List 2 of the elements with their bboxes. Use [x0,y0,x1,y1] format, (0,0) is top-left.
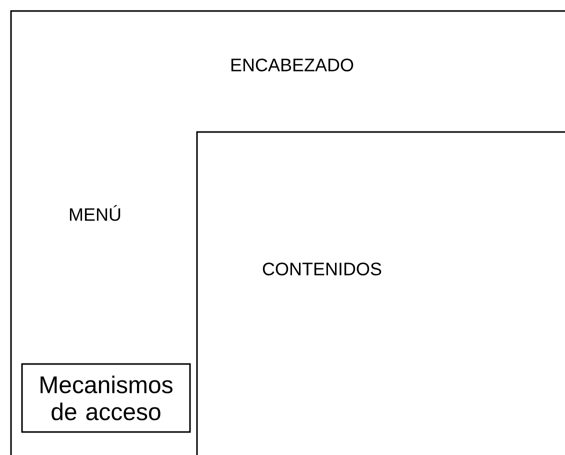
access-box: Mecanismos de acceso [21,363,191,433]
content-area: CONTENIDOS [196,131,565,455]
